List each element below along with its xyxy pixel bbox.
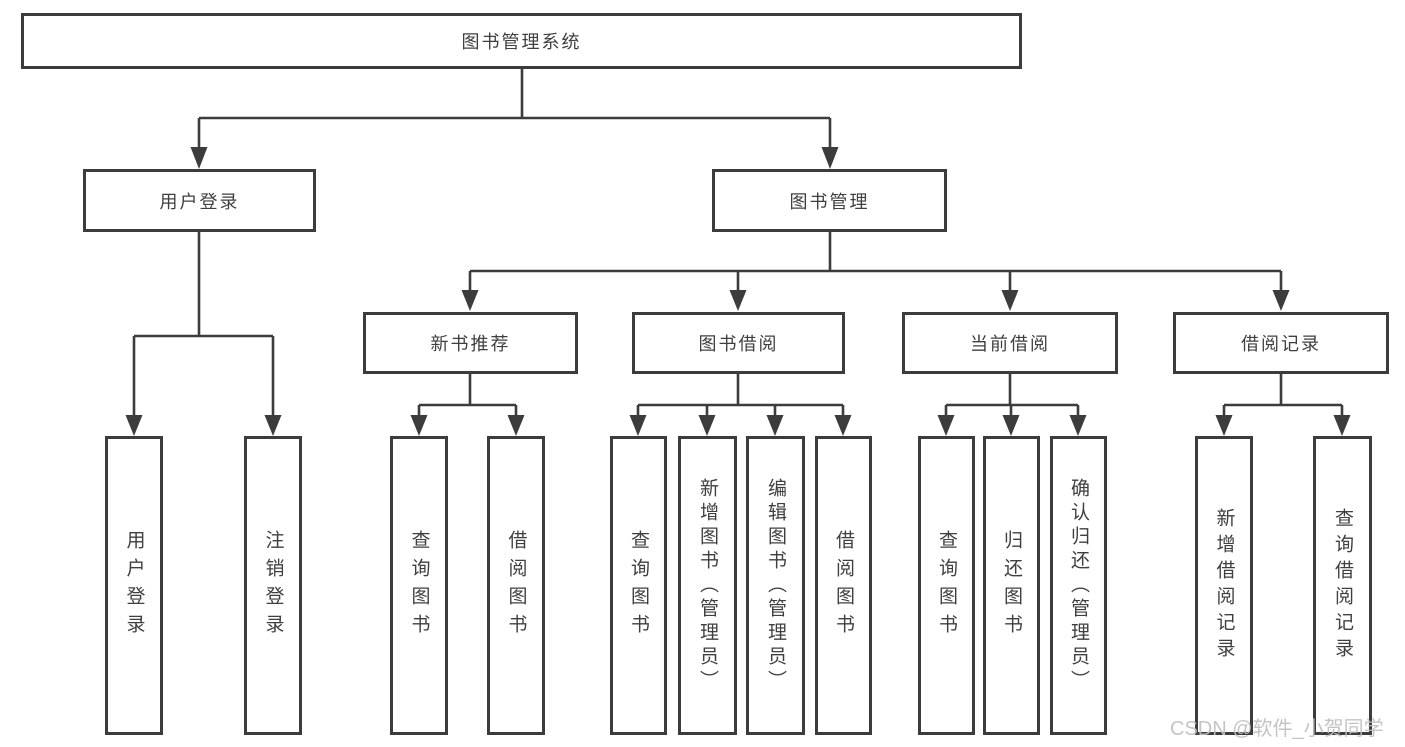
leaf-current-return-books: 归还图书 [983, 436, 1040, 735]
leaf-logout-login-label: 注销登录 [262, 529, 284, 642]
leaf-current-confirm-return-admin-label: 确认归还（管理员） [1068, 477, 1089, 694]
leaf-current-return-books-label: 归还图书 [1001, 529, 1022, 642]
leaf-borrow-add-books-admin-label: 新增图书（管理员） [697, 477, 718, 694]
leaf-newbook-borrow-books-label: 借阅图书 [505, 529, 527, 642]
leaf-borrow-query-books-label: 查询图书 [628, 529, 649, 642]
leaf-records-add-record-label: 新增借阅记录 [1213, 507, 1235, 664]
node-book-management: 图书管理 [712, 169, 947, 232]
leaf-current-query-books-label: 查询图书 [936, 529, 957, 642]
leaf-user-login-label: 用户登录 [123, 529, 145, 642]
leaf-newbook-query-books-label: 查询图书 [408, 529, 430, 642]
leaf-borrow-edit-books-admin: 编辑图书（管理员） [746, 436, 805, 735]
leaf-borrow-add-books-admin: 新增图书（管理员） [678, 436, 737, 735]
node-current-borrowing-label: 当前借阅 [970, 334, 1050, 354]
arrowheads [125, 147, 1351, 436]
node-user-login: 用户登录 [83, 169, 316, 232]
leaf-borrow-borrow-books-label: 借阅图书 [833, 529, 854, 642]
node-user-login-label: 用户登录 [159, 191, 240, 212]
node-borrowing-records-label: 借阅记录 [1241, 334, 1321, 354]
leaf-current-query-books: 查询图书 [918, 436, 975, 735]
csdn-watermark: CSDN @软件_小贺同学 [1170, 718, 1384, 740]
node-book-management-label: 图书管理 [789, 191, 870, 212]
node-library-system: 图书管理系统 [21, 13, 1022, 69]
leaf-newbook-query-books: 查询图书 [390, 436, 448, 735]
leaf-current-confirm-return-admin: 确认归还（管理员） [1050, 436, 1107, 735]
leaf-logout-login: 注销登录 [244, 436, 302, 735]
leaf-borrow-borrow-books: 借阅图书 [815, 436, 872, 735]
node-book-borrowing: 图书借阅 [632, 312, 845, 374]
leaf-newbook-borrow-books: 借阅图书 [487, 436, 545, 735]
leaf-records-add-record: 新增借阅记录 [1195, 436, 1253, 735]
leaf-borrow-edit-books-admin-label: 编辑图书（管理员） [765, 477, 786, 694]
node-library-system-label: 图书管理系统 [461, 32, 582, 52]
node-current-borrowing: 当前借阅 [902, 312, 1118, 374]
leaf-user-login: 用户登录 [105, 436, 163, 735]
node-new-book-recommendation: 新书推荐 [363, 312, 578, 374]
node-borrowing-records: 借阅记录 [1173, 312, 1389, 374]
leaf-records-query-record-label: 查询借阅记录 [1332, 507, 1353, 664]
node-new-book-recommendation-label: 新书推荐 [430, 334, 511, 354]
leaf-borrow-query-books: 查询图书 [610, 436, 667, 735]
leaf-records-query-record: 查询借阅记录 [1313, 436, 1372, 735]
node-book-borrowing-label: 图书借阅 [698, 334, 779, 354]
